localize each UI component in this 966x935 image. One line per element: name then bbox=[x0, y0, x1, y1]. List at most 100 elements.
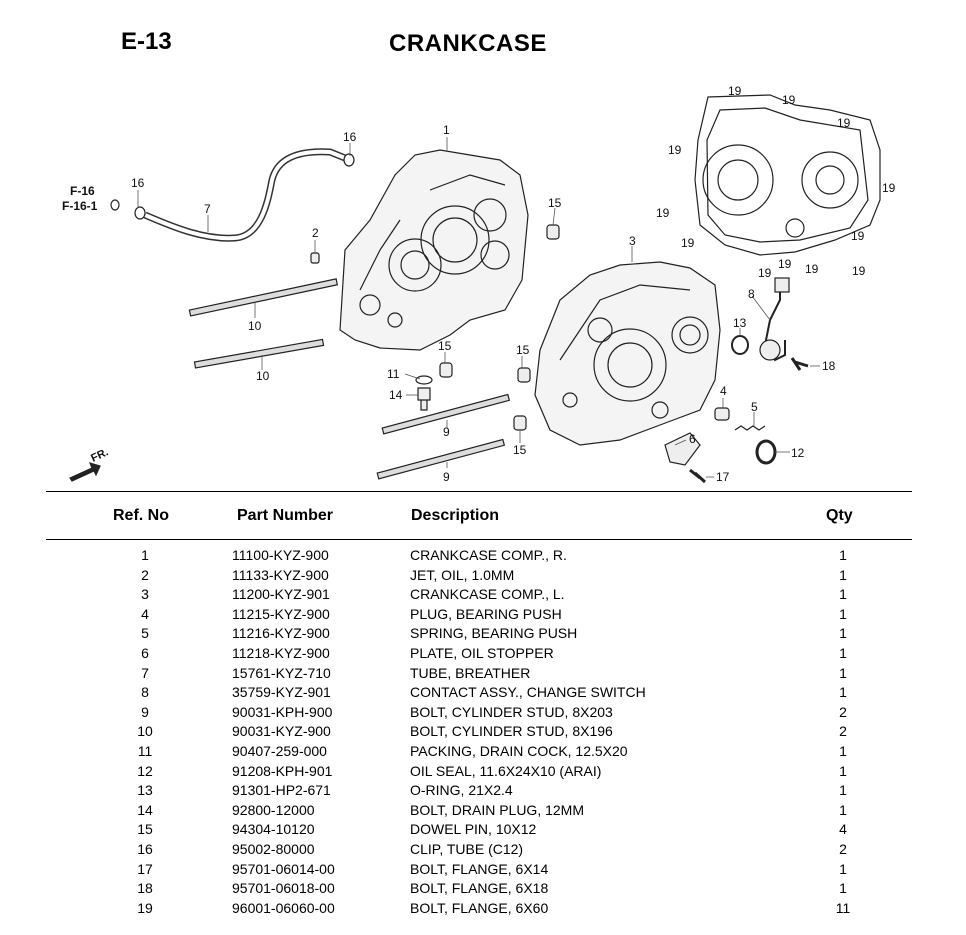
callout: 1 bbox=[443, 123, 450, 137]
part-number-cell: 91301-HP2-671 bbox=[232, 782, 331, 799]
description-cell: DOWEL PIN, 10X12 bbox=[410, 821, 537, 838]
part-number-cell: 35759-KYZ-901 bbox=[232, 684, 331, 701]
ref-cell: 15 bbox=[137, 821, 153, 838]
callout: 15 bbox=[438, 339, 452, 353]
callout: 15 bbox=[513, 443, 527, 457]
ref-cell: 16 bbox=[137, 840, 153, 857]
callout-labels: 1 2 3 4 5 6 7 8 9 9 10 10 11 12 13 14 15… bbox=[62, 84, 896, 484]
col-header-part-number: Part Number bbox=[237, 507, 334, 524]
table-header-rule bbox=[46, 539, 912, 540]
callout: 19 bbox=[778, 257, 792, 271]
part-number-cell: 11200-KYZ-901 bbox=[232, 586, 330, 603]
description-cell: CRANKCASE COMP., L. bbox=[410, 586, 565, 603]
ref-cell: 9 bbox=[141, 703, 149, 720]
qty-cell: 1 bbox=[839, 860, 847, 877]
qty-cell: 2 bbox=[839, 703, 847, 720]
fr-label: FR. bbox=[89, 446, 110, 464]
description-cell: TUBE, BREATHER bbox=[410, 664, 531, 681]
dowel-pin bbox=[546, 224, 560, 240]
crankcase-left bbox=[534, 261, 721, 446]
qty-cell: 1 bbox=[839, 684, 847, 701]
part-number-cell: 90031-KPH-900 bbox=[232, 703, 333, 720]
dowel-pin bbox=[513, 415, 527, 431]
part-number-cell: 95701-06014-00 bbox=[232, 860, 335, 877]
table-row: 9 90031-KPH-900 BOLT, CYLINDER STUD, 8X203… bbox=[0, 703, 966, 723]
description-cell: O-RING, 21X2.4 bbox=[410, 782, 513, 799]
description-cell: CONTACT ASSY., CHANGE SWITCH bbox=[410, 684, 646, 701]
part-number-cell: 11216-KYZ-900 bbox=[232, 625, 330, 642]
callout: 10 bbox=[248, 319, 262, 333]
callout: 16 bbox=[343, 130, 357, 144]
description-cell: BOLT, FLANGE, 6X14 bbox=[410, 860, 549, 877]
col-header-ref: Ref. No bbox=[113, 507, 169, 524]
tube-clip-right bbox=[343, 153, 355, 167]
part-number-cell: 11133-KYZ-900 bbox=[232, 566, 329, 583]
col-header-qty: Qty bbox=[826, 507, 853, 524]
ref-cell: 6 bbox=[141, 644, 149, 661]
description-cell: PLATE, OIL STOPPER bbox=[410, 644, 554, 661]
part-number-cell: 90031-KYZ-900 bbox=[232, 723, 331, 740]
part-number-cell: 92800-12000 bbox=[232, 801, 315, 818]
qty-cell: 1 bbox=[839, 625, 847, 642]
description-cell: BOLT, DRAIN PLUG, 12MM bbox=[410, 801, 585, 818]
callout: 19 bbox=[758, 266, 772, 280]
qty-cell: 1 bbox=[839, 742, 847, 759]
callout: 13 bbox=[733, 316, 747, 330]
description-cell: OIL SEAL, 11.6X24X10 (ARAI) bbox=[410, 762, 602, 779]
callout: 5 bbox=[751, 400, 758, 414]
callout: 7 bbox=[204, 202, 211, 216]
qty-cell: 1 bbox=[839, 880, 847, 897]
callout: 6 bbox=[689, 432, 696, 446]
qty-cell: 1 bbox=[839, 644, 847, 661]
callout: 3 bbox=[629, 234, 636, 248]
callout: 19 bbox=[656, 206, 670, 220]
ref-cell: 5 bbox=[141, 625, 149, 642]
ref-cell: 8 bbox=[141, 684, 149, 701]
callout: 10 bbox=[256, 369, 270, 383]
table-row: 17 95701-06014-00 BOLT, FLANGE, 6X14 1 bbox=[0, 860, 966, 880]
ref-cell: 3 bbox=[141, 586, 149, 603]
col-header-description: Description bbox=[411, 507, 500, 524]
description-cell: PACKING, DRAIN COCK, 12.5X20 bbox=[410, 742, 628, 759]
qty-cell: 1 bbox=[839, 782, 847, 799]
callout: 11 bbox=[387, 367, 400, 381]
ref-cell: 17 bbox=[137, 860, 153, 877]
dowel-pin bbox=[439, 362, 453, 378]
sheet-code: E-13 bbox=[121, 28, 172, 55]
callout: 19 bbox=[805, 262, 819, 276]
ref-cell: 1 bbox=[141, 547, 149, 563]
qty-cell: 1 bbox=[839, 605, 847, 622]
part-number-cell: 90407-259-000 bbox=[232, 742, 327, 759]
callout: 8 bbox=[748, 287, 755, 301]
description-cell: PLUG, BEARING PUSH bbox=[410, 605, 562, 622]
qty-cell: 1 bbox=[839, 801, 847, 818]
flange-bolt-17 bbox=[689, 468, 707, 484]
cylinder-studs-10 bbox=[188, 278, 339, 369]
callout: 19 bbox=[681, 236, 695, 250]
ref-cell: 2 bbox=[141, 566, 149, 583]
description-cell: BOLT, CYLINDER STUD, 8X203 bbox=[410, 703, 613, 720]
description-cell: BOLT, FLANGE, 6X18 bbox=[410, 880, 549, 897]
exploded-parts-diagram: 1 2 3 4 5 6 7 8 9 9 10 10 11 12 13 14 15… bbox=[62, 84, 896, 484]
ref-label-f16-1: F-16-1 bbox=[62, 199, 98, 213]
drain-plug bbox=[417, 387, 431, 411]
callout: 19 bbox=[882, 181, 896, 195]
qty-cell: 1 bbox=[839, 547, 847, 563]
callout: 18 bbox=[822, 359, 836, 373]
ref-cell: 12 bbox=[137, 762, 153, 779]
description-cell: BOLT, FLANGE, 6X60 bbox=[410, 899, 549, 916]
part-number-cell: 11218-KYZ-900 bbox=[232, 644, 330, 661]
part-number-cell: 94304-10120 bbox=[232, 821, 315, 838]
callout: 4 bbox=[720, 384, 727, 398]
description-cell: CRANKCASE COMP., R. bbox=[410, 547, 567, 563]
ref-cell: 10 bbox=[137, 723, 153, 740]
table-row: 8 35759-KYZ-901 CONTACT ASSY., CHANGE SWIT… bbox=[0, 683, 966, 703]
